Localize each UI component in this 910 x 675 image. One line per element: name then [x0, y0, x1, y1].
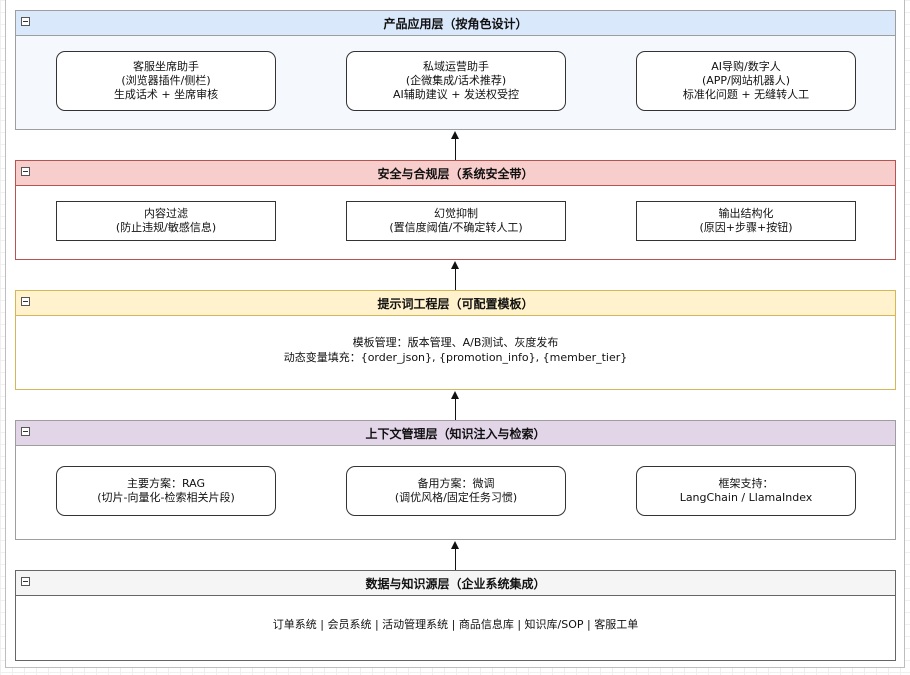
node-line: (APP/网站机器人) — [701, 74, 791, 87]
connector-line — [455, 138, 456, 160]
node-framework-support[interactable]: 框架支持： LangChain / LlamaIndex — [636, 466, 856, 516]
node-line: (防止违规/敏感信息) — [115, 221, 217, 234]
arrowhead — [451, 391, 459, 399]
layer-data-knowledge[interactable]: 数据与知识源层（企业系统集成） 订单系统 | 会员系统 | 活动管理系统 | 商… — [15, 570, 896, 661]
layer-prompt-title: 提示词工程层（可配置模板） — [377, 296, 534, 311]
node-line: LangChain / LlamaIndex — [679, 491, 813, 504]
collapse-icon[interactable] — [21, 427, 30, 436]
collapse-icon[interactable] — [21, 297, 30, 306]
arrowhead — [451, 131, 459, 139]
layer-security-title: 安全与合规层（系统安全带） — [377, 166, 534, 181]
data-sources-list: 订单系统 | 会员系统 | 活动管理系统 | 商品信息库 | 知识库/SOP |… — [16, 617, 895, 632]
node-structured-output[interactable]: 输出结构化 (原因+步骤+按钮) — [636, 201, 856, 241]
node-line: 主要方案：RAG — [126, 477, 206, 490]
template-management-text: 模板管理：版本管理、A/B测试、灰度发布 — [352, 336, 559, 349]
data-sources-text: 订单系统 | 会员系统 | 活动管理系统 | 商品信息库 | 知识库/SOP |… — [272, 618, 639, 631]
node-line: 框架支持： — [718, 477, 774, 490]
layer-product-title: 产品应用层（按角色设计） — [383, 16, 528, 31]
layer-context-title: 上下文管理层（知识注入与检索） — [365, 426, 546, 441]
node-line: 生成话术 + 坐席审核 — [113, 88, 219, 101]
layer-context-header: 上下文管理层（知识注入与检索） — [16, 421, 895, 446]
dynamic-variable-text: 动态变量填充：{order_json}, {promotion_info}, {… — [283, 351, 628, 364]
node-line: (切片-向量化-检索相关片段) — [97, 491, 235, 504]
node-line: 输出结构化 — [718, 207, 774, 220]
layer-data-header: 数据与知识源层（企业系统集成） — [16, 571, 895, 596]
layer-context-management[interactable]: 上下文管理层（知识注入与检索） 主要方案：RAG (切片-向量化-检索相关片段)… — [15, 420, 896, 540]
layer-security-header: 安全与合规层（系统安全带） — [16, 161, 895, 186]
node-line: AI导购/数字人 — [711, 60, 781, 73]
arrowhead — [451, 541, 459, 549]
node-line: 内容过滤 — [144, 207, 188, 220]
prompt-description: 模板管理：版本管理、A/B测试、灰度发布 动态变量填充：{order_json}… — [16, 335, 895, 365]
node-line: (企微集成/话术推荐) — [405, 74, 507, 87]
layer-security-compliance[interactable]: 安全与合规层（系统安全带） 内容过滤 (防止违规/敏感信息) 幻觉抑制 (置信度… — [15, 160, 896, 260]
node-line: (浏览器插件/侧栏) — [121, 74, 211, 87]
node-line: (原因+步骤+按钮) — [699, 221, 793, 234]
node-private-ops-assistant[interactable]: 私域运营助手 (企微集成/话术推荐) AI辅助建议 + 发送权受控 — [346, 51, 566, 111]
connector-line — [455, 398, 456, 420]
node-line: AI辅助建议 + 发送权受控 — [393, 88, 519, 101]
node-line: 标准化问题 + 无缝转人工 — [682, 88, 810, 101]
layer-product-application[interactable]: 产品应用层（按角色设计） 客服坐席助手 (浏览器插件/侧栏) 生成话术 + 坐席… — [15, 10, 896, 130]
node-hallucination-suppression[interactable]: 幻觉抑制 (置信度阈值/不确定转人工) — [346, 201, 566, 241]
node-line: (置信度阈值/不确定转人工) — [389, 221, 523, 234]
connector-line — [455, 548, 456, 570]
node-rag[interactable]: 主要方案：RAG (切片-向量化-检索相关片段) — [56, 466, 276, 516]
layer-data-title: 数据与知识源层（企业系统集成） — [365, 576, 546, 591]
node-service-agent-assistant[interactable]: 客服坐席助手 (浏览器插件/侧栏) 生成话术 + 坐席审核 — [56, 51, 276, 111]
connector-line — [455, 268, 456, 290]
node-line: 客服坐席助手 — [133, 60, 199, 73]
node-line: 备用方案：微调 — [417, 477, 495, 490]
collapse-icon[interactable] — [21, 577, 30, 586]
arrowhead — [451, 261, 459, 269]
node-line: 幻觉抑制 — [434, 207, 478, 220]
node-ai-shopping-guide[interactable]: AI导购/数字人 (APP/网站机器人) 标准化问题 + 无缝转人工 — [636, 51, 856, 111]
layer-prompt-header: 提示词工程层（可配置模板） — [16, 291, 895, 316]
layer-product-header: 产品应用层（按角色设计） — [16, 11, 895, 36]
collapse-icon[interactable] — [21, 167, 30, 176]
node-line: 私域运营助手 — [423, 60, 489, 73]
node-fine-tuning[interactable]: 备用方案：微调 (调优风格/固定任务习惯) — [346, 466, 566, 516]
collapse-icon[interactable] — [21, 17, 30, 26]
node-content-filter[interactable]: 内容过滤 (防止违规/敏感信息) — [56, 201, 276, 241]
node-line: (调优风格/固定任务习惯) — [394, 491, 518, 504]
layer-prompt-engineering[interactable]: 提示词工程层（可配置模板） 模板管理：版本管理、A/B测试、灰度发布 动态变量填… — [15, 290, 896, 390]
